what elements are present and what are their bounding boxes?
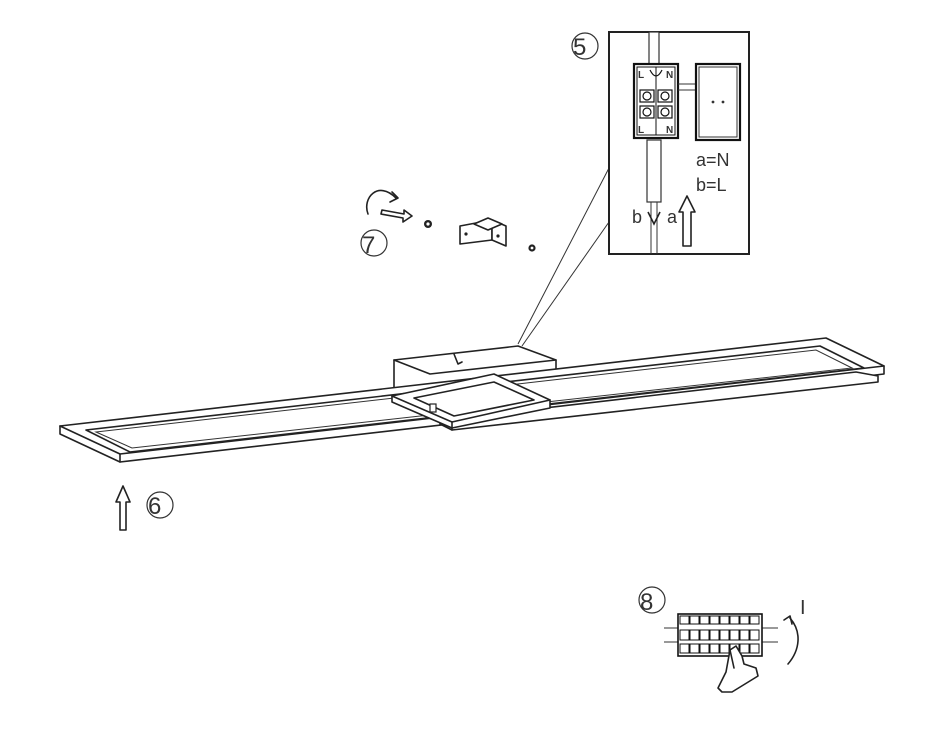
up-arrow-icon [678, 195, 696, 247]
terminal-L-bottom-label: L [638, 125, 644, 136]
terminal-N-bottom-label: N [666, 125, 673, 136]
centre-led-frame [391, 373, 551, 429]
callout-line-right [521, 221, 610, 347]
step-6-number: 6 [148, 493, 161, 520]
hand-icon [717, 645, 759, 693]
terminal-N-top-label: N [666, 70, 673, 81]
supply-cable-bottom [646, 139, 662, 203]
mounting-step [365, 189, 536, 252]
wiring-detail-panel: L N L N a=N b=L b a [517, 31, 750, 347]
step-7-circle-icon [360, 229, 388, 257]
step-8-circle-icon [638, 586, 666, 614]
legend-a-equals-n: a=N [696, 150, 730, 170]
callout-line-left [517, 167, 610, 345]
wire-split-icon [647, 211, 661, 226]
supply-cable-top [648, 31, 660, 69]
switch-on-arrow-icon [787, 617, 799, 665]
lower-led-frame [439, 371, 879, 431]
driver-box [694, 62, 742, 142]
lift-up-arrow-icon [115, 485, 131, 531]
ceiling-light-fixture [59, 337, 885, 463]
switch-on-label: I [800, 597, 806, 619]
screw-icon [424, 220, 432, 228]
legend-b-equals-l: b=L [696, 175, 727, 195]
step-5-circle-icon [571, 32, 599, 60]
terminal-L-top-label: L [638, 70, 644, 81]
circuit-breaker-panel [664, 613, 778, 693]
terminal-block: L N L N [632, 62, 680, 140]
rotate-arrow-icon [365, 189, 397, 215]
step-5-number: 5 [573, 34, 586, 61]
wire-b-label: b [632, 207, 642, 227]
nut-icon [528, 244, 536, 252]
step-6-circle-icon [146, 491, 174, 519]
insert-arrow-icon [380, 209, 413, 223]
mounting-bracket-icon [459, 217, 507, 247]
wire-a-label: a [667, 207, 678, 227]
